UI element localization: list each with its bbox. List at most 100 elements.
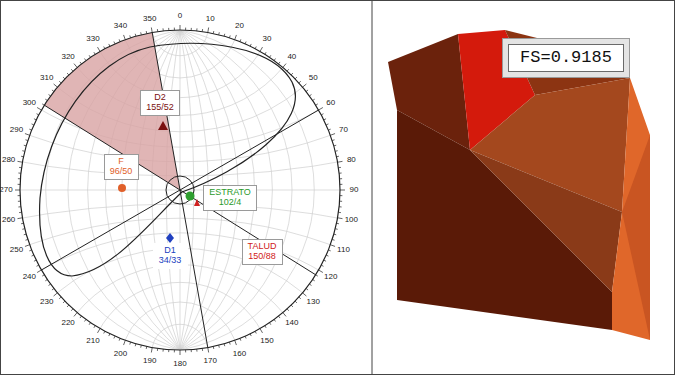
drawing-line	[37, 270, 41, 273]
drawing-line	[19, 212, 21, 213]
drawing-line	[326, 124, 328, 125]
drawing-line	[255, 331, 256, 333]
drawing-line	[124, 35, 126, 40]
dip-direction: 34/33	[158, 256, 183, 266]
plane-label: F96/50	[104, 154, 139, 180]
drawing-line	[54, 84, 58, 87]
drawing-line	[191, 350, 192, 352]
drawing-line	[340, 178, 342, 179]
dip-direction: 155/52	[145, 103, 175, 113]
drawing-line	[283, 64, 286, 68]
drawing-line	[34, 260, 36, 261]
azimuth-label: 270	[0, 186, 13, 194]
drawing-line	[196, 28, 197, 30]
drawing-line	[196, 349, 197, 351]
drawing-line	[332, 139, 334, 141]
drawing-line	[265, 52, 266, 54]
azimuth-label: 60	[326, 99, 335, 107]
drawing-line	[180, 25, 181, 30]
plane-name: D1	[158, 246, 183, 256]
drawing-line	[245, 42, 246, 44]
drawing-line	[324, 260, 326, 261]
drawing-line	[119, 39, 121, 41]
azimuth-label: 130	[307, 298, 320, 306]
drawing-line	[67, 305, 69, 307]
wedge-block	[388, 30, 650, 340]
drawing-line	[71, 69, 73, 71]
drawing-line	[19, 167, 21, 168]
drawing-line	[18, 217, 23, 219]
drawing-line	[185, 350, 186, 352]
drawing-line	[279, 316, 281, 318]
drawing-line	[340, 184, 342, 185]
drawing-line	[45, 99, 47, 100]
drawing-circle	[137, 0, 675, 375]
pole-f	[118, 184, 126, 192]
drawing-line	[32, 255, 34, 256]
tick-ring	[15, 25, 345, 355]
drawing-line	[291, 305, 293, 307]
drawing-line	[239, 39, 241, 41]
drawing-line	[235, 340, 237, 345]
drawing-line	[269, 323, 270, 325]
drawing-circle	[166, 0, 675, 375]
azimuth-label: 170	[204, 357, 217, 365]
drawing-line	[295, 301, 297, 303]
drawing-line	[218, 32, 220, 34]
drawing-line	[18, 206, 20, 207]
drawing-line	[24, 234, 26, 236]
drawing-line	[338, 217, 343, 219]
plane-label: D134/33	[153, 243, 188, 269]
drawing-line	[229, 35, 231, 37]
drawing-line	[335, 228, 337, 230]
drawing-line	[295, 77, 297, 79]
pole-talud	[194, 199, 200, 206]
drawing-line	[22, 150, 24, 152]
drawing-line	[89, 55, 90, 57]
drawing-line	[18, 178, 20, 179]
plane-name: ESTRATO	[208, 188, 252, 198]
drawing-line	[316, 275, 318, 276]
drawing-line	[25, 134, 30, 136]
drawing-line	[146, 31, 148, 33]
drawing-line	[151, 28, 153, 33]
drawing-line	[32, 124, 34, 125]
drawing-line	[274, 59, 275, 61]
drawing-line	[321, 114, 323, 115]
drawing-line	[229, 342, 231, 344]
drawing-line	[109, 44, 110, 46]
drawing-line	[129, 35, 131, 37]
drawing-line	[279, 62, 281, 64]
drawing-line	[332, 239, 334, 241]
drawing-line	[245, 336, 246, 338]
drawing-line	[135, 34, 137, 36]
drawing-line	[291, 73, 293, 75]
drawing-line	[157, 29, 158, 31]
drawing-line	[330, 134, 335, 136]
drawing-line	[114, 336, 115, 338]
drawing-line	[338, 212, 340, 213]
azimuth-label: 350	[143, 15, 156, 23]
azimuth-label: 190	[143, 357, 156, 365]
drawing-line	[52, 90, 54, 92]
azimuth-label: 180	[173, 360, 186, 368]
azimuth-label: 200	[114, 350, 127, 358]
drawing-line	[250, 334, 251, 336]
drawing-line	[303, 84, 307, 87]
panel-divider	[372, 0, 373, 375]
drawing-line	[207, 348, 209, 353]
drawing-line	[260, 47, 263, 51]
drawing-line	[313, 279, 315, 280]
plane-label: TALUD150/88	[242, 239, 283, 265]
drawing-line	[163, 349, 164, 351]
drawing-line	[319, 108, 323, 111]
plane-name: TALUD	[247, 242, 278, 252]
drawing-line	[316, 104, 318, 105]
drawing-line	[18, 195, 20, 196]
drawing-polygon	[470, 150, 622, 292]
drawing-polygon	[612, 78, 650, 340]
drawing-line	[104, 47, 105, 49]
drawing-line	[309, 94, 311, 95]
drawing-line	[340, 195, 342, 196]
drawing-line	[84, 319, 85, 321]
